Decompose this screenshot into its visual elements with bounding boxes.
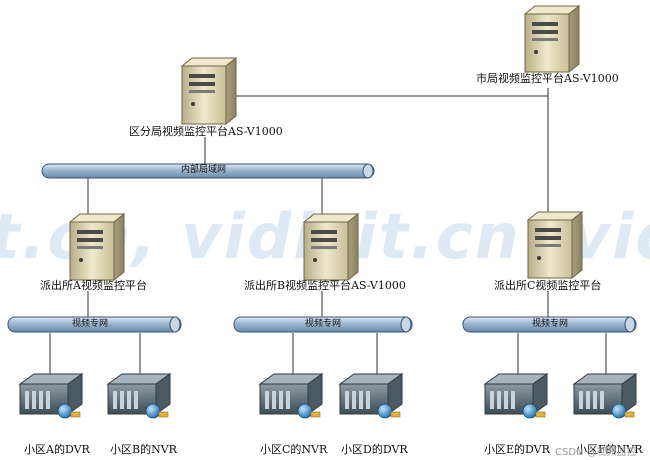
station-a-label: 派出所A视频监控平台 (40, 279, 147, 292)
district-platform-label: 区分局视频监控平台AS-V1000 (129, 125, 283, 138)
server-station-a-icon (68, 212, 126, 282)
connection-lines (49, 88, 607, 380)
video-net-b-bus (233, 316, 413, 333)
community-d-label: 小区D的DVR (341, 443, 408, 456)
recorder-community-d-icon (338, 373, 404, 419)
community-c-label: 小区C的NVR (260, 443, 328, 456)
server-station-c-icon (526, 210, 584, 280)
community-b-label: 小区B的NVR (110, 443, 177, 456)
network-buses (7, 163, 637, 333)
server-district-icon (180, 56, 238, 126)
recorder-community-b-icon (106, 373, 172, 419)
video-net-a-label: 视频专网 (72, 319, 109, 329)
recorder-community-e-icon (483, 373, 549, 419)
video-net-c-bus (462, 316, 637, 333)
recorder-community-a-icon (18, 373, 84, 419)
server-city-icon (523, 4, 581, 74)
station-c-label: 派出所C视频监控平台 (494, 279, 602, 292)
recorder-community-c-icon (258, 373, 324, 419)
video-net-a-bus (7, 316, 182, 333)
video-net-b-label: 视频专网 (305, 319, 342, 329)
community-f-label: 小区F的NVR (576, 443, 643, 456)
recorder-community-f-icon (572, 373, 638, 419)
community-a-label: 小区A的DVR (24, 443, 90, 456)
server-station-b-icon (302, 212, 360, 282)
city-platform-label: 市局视频监控平台AS-V1000 (476, 72, 619, 85)
community-e-label: 小区E的DVR (484, 443, 550, 456)
internal-lan-bus (41, 163, 375, 179)
internal-lan-label: 内部局域网 (181, 165, 227, 175)
station-b-label: 派出所B视频监控平台AS-V1000 (244, 279, 406, 292)
credit-watermark: CSDN @视频监控 (555, 447, 637, 458)
video-net-c-label: 视频专网 (532, 319, 569, 329)
